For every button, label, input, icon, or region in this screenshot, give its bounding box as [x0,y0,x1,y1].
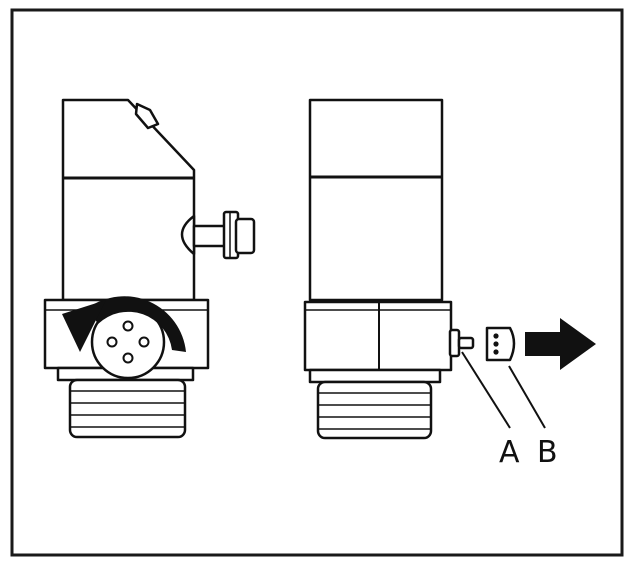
plug-dot [493,349,499,355]
removable-plug [485,326,516,362]
rotation-arrow-band [88,296,186,352]
plug-dot [493,333,499,339]
side-connector-cap [234,217,256,255]
plug-dot [493,341,499,347]
connector-pin [448,328,461,358]
callout-label-a: A [499,435,520,470]
removable-plug-dots [493,333,499,355]
plug-pin [138,336,150,348]
callout-label-b: B [537,435,558,470]
plug-pin [122,320,134,332]
leader-line-a [461,351,511,429]
rotation-arrow-head [62,300,106,352]
leader-line-b [508,365,546,429]
left-device-screw [134,102,160,130]
right-thread [316,380,433,440]
plug-pin [122,352,134,364]
plug-pin [106,336,118,348]
left-thread [68,378,187,439]
side-connector-dome [180,214,196,256]
right-device-housing [308,98,444,302]
right-collar [308,368,442,384]
removal-arrow-icon [525,318,596,370]
right-device [303,98,516,440]
side-connector-stem [192,224,228,248]
rotation-arrow-icon [62,296,186,352]
plug-pins [106,320,150,364]
connector-pin-tip [457,336,475,350]
